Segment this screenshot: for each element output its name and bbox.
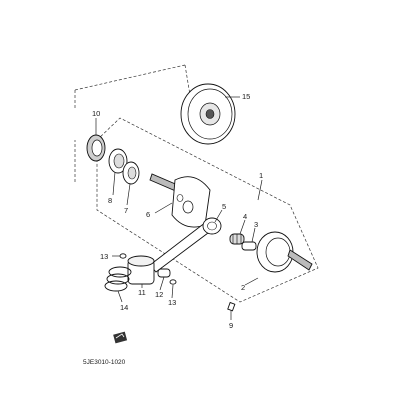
callout-14: 14 — [120, 303, 128, 312]
part-14-piston-rings — [104, 266, 132, 292]
page-corner-icon — [113, 331, 128, 344]
callout-4: 4 — [243, 212, 247, 221]
part-10-seal — [86, 134, 106, 162]
callout-13-left: 13 — [100, 252, 108, 261]
part-13-circlip-b — [169, 279, 177, 285]
part-12-piston-pin — [157, 268, 171, 278]
part-3-crank-pin — [241, 241, 257, 251]
part-7-bearing — [122, 161, 140, 185]
part-2-crank-half — [256, 231, 313, 273]
callout-3: 3 — [254, 220, 258, 229]
callout-9: 9 — [229, 321, 233, 330]
callout-7: 7 — [124, 206, 128, 215]
part-4-needle-bearing — [229, 233, 245, 245]
callout-10: 10 — [92, 109, 100, 118]
part-5-conrod — [149, 217, 222, 273]
part-8-bearing — [108, 148, 128, 174]
callout-1: 1 — [259, 171, 263, 180]
part-15-rotor — [180, 83, 236, 145]
callout-12: 12 — [155, 290, 163, 299]
callout-13-right: 13 — [168, 298, 176, 307]
callout-11: 11 — [138, 288, 146, 297]
callout-5: 5 — [222, 202, 226, 211]
part-13-circlip-a — [119, 253, 127, 259]
callout-6: 6 — [146, 210, 150, 219]
callout-8: 8 — [108, 196, 112, 205]
callout-15: 15 — [242, 92, 250, 101]
part-9-key — [227, 301, 236, 312]
part-6-crank-half — [149, 173, 211, 228]
diagram-code: 5JE3010-1020 — [83, 359, 126, 366]
callouts: 15 10 1 8 7 6 5 4 3 2 13 11 12 13 14 9 — [92, 92, 263, 330]
assembly-outline — [74, 64, 319, 303]
callout-2: 2 — [241, 283, 245, 292]
leader-lines — [95, 96, 263, 320]
part-11-piston — [127, 255, 155, 285]
